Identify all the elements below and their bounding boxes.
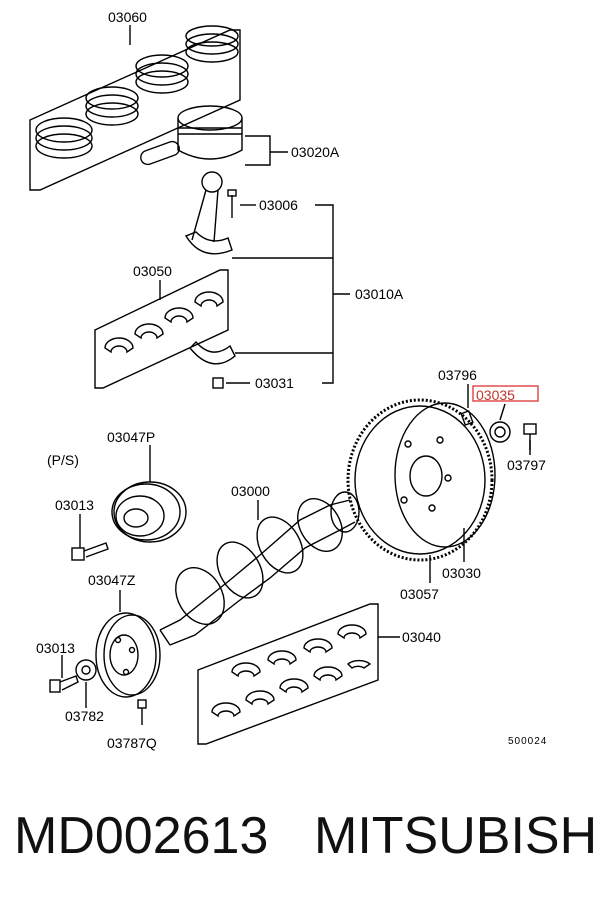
label-03050[interactable]: 03050	[133, 263, 172, 279]
label-03787Q[interactable]: 03787Q	[107, 735, 157, 751]
piston-ring-icon	[35, 25, 239, 159]
label-03006[interactable]: 03006	[259, 197, 298, 213]
bolt-icon	[49, 675, 79, 693]
piston-icon	[140, 105, 243, 166]
label-03013-bottom[interactable]: 03013	[36, 640, 75, 656]
brand-name: MITSUBISHI	[314, 807, 600, 865]
part-number: MD002613	[14, 807, 269, 865]
main-bearing-shell-icon	[211, 624, 372, 718]
label-03040[interactable]: 03040	[402, 629, 441, 645]
label-03020A[interactable]: 03020A	[291, 144, 340, 160]
crank-pulley-icon	[111, 445, 187, 543]
connecting-rod-icon	[184, 171, 237, 255]
parts-diagram: 03060 03020A 03006 03050 03010A 03031 03…	[29, 9, 547, 751]
bearing-shell-icon	[104, 291, 224, 354]
label-03000[interactable]: 03000	[231, 483, 270, 499]
ring-set-frame	[29, 29, 241, 191]
bearing-set-frame	[94, 269, 229, 389]
label-03030[interactable]: 03030	[442, 565, 481, 581]
main-bearing-frame	[197, 603, 379, 745]
small-bolt-icon	[137, 699, 147, 725]
label-03047Z[interactable]: 03047Z	[88, 572, 136, 588]
label-03057[interactable]: 03057	[400, 586, 439, 602]
washer-icon	[75, 659, 97, 681]
label-03047P[interactable]: 03047P	[107, 429, 155, 445]
label-03013-top[interactable]: 03013	[55, 497, 94, 513]
label-ps: (P/S)	[47, 452, 79, 468]
bolt-icon	[71, 542, 109, 561]
label-03782[interactable]: 03782	[65, 708, 104, 724]
label-03060[interactable]: 03060	[108, 9, 147, 25]
label-03797[interactable]: 03797	[507, 457, 546, 473]
dowel-pin-icon	[460, 410, 474, 426]
diagram-reference-number: 500024	[508, 736, 547, 747]
flywheel-icon	[346, 398, 496, 562]
label-03010A[interactable]: 03010A	[355, 286, 404, 302]
drive-plate-icon	[95, 612, 161, 698]
pilot-bushing-icon	[489, 421, 511, 443]
highlight-box	[472, 385, 539, 402]
part-caption: MD002613 MITSUBISHI	[0, 800, 600, 880]
label-03035[interactable]: 03035	[476, 387, 515, 403]
label-03796[interactable]: 03796	[438, 367, 477, 383]
crankshaft-icon	[159, 491, 360, 646]
label-03031[interactable]: 03031	[255, 375, 294, 391]
